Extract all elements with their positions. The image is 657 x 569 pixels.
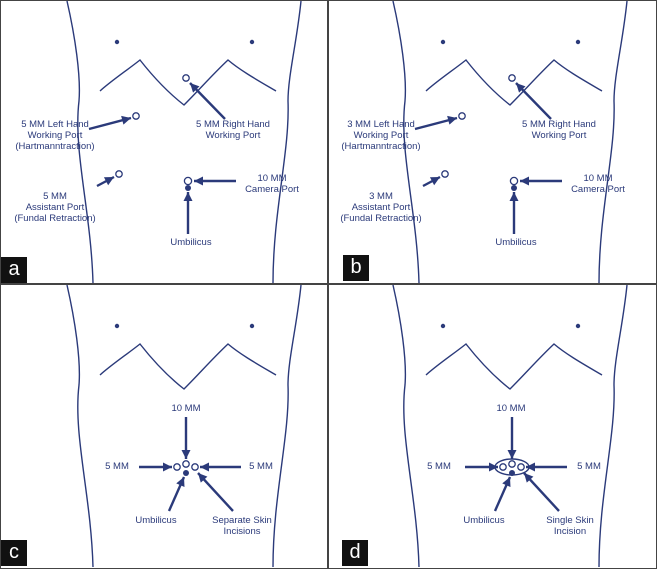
torso-diagram-a <box>66 1 302 283</box>
umbilicus-dot <box>509 470 515 476</box>
incision-label: Single Skin Incision <box>546 515 594 537</box>
incision-arrow-head <box>198 473 208 483</box>
torso-diagram-d <box>392 285 628 568</box>
torso-left-edge <box>392 1 420 283</box>
left-hand-port <box>458 112 466 120</box>
umbilicus-dot <box>183 470 189 476</box>
panel-d: 10 MM 5 MM 5 MM Umbilicus Single Skin In… <box>329 285 656 568</box>
incision-label: Separate Skin Incisions <box>212 515 272 537</box>
right-nipple <box>249 323 255 329</box>
umbilicus-arrow-head <box>502 477 511 488</box>
incision-arrow-head <box>524 473 534 483</box>
torso-right-edge <box>598 1 628 283</box>
rib-cage-outline <box>99 59 277 106</box>
torso-left-edge <box>392 285 420 568</box>
top-port-label: 10 MM <box>171 403 201 414</box>
left-port-arrow-head <box>489 462 498 472</box>
panel-badge-d: d <box>342 540 368 566</box>
camera-port-label: 10 MM Camera Port <box>245 173 299 195</box>
left-hand-port-label: 3 MM Left Hand Working Port (Hartmanntra… <box>341 119 421 152</box>
rib-cage-outline <box>99 343 277 390</box>
camera-arrow-head <box>194 176 203 186</box>
panel-badge-a: a <box>1 257 27 283</box>
left-port-label: 5 MM <box>105 461 129 472</box>
left-hand-port-label: 5 MM Left Hand Working Port (Hartmanntra… <box>15 119 95 152</box>
umbilicus-dot <box>511 185 517 191</box>
left-nipple <box>440 323 446 329</box>
umbilicus-label: Umbilicus <box>135 515 177 526</box>
right-port-label: 5 MM <box>249 461 273 472</box>
assistant-port-label: 5 MM Assistant Port (Fundal Retraction) <box>14 191 96 224</box>
right-hand-port-label: 5 MM Right Hand Working Port <box>196 119 270 141</box>
right-nipple <box>575 39 581 45</box>
umbilicus-label: Umbilicus <box>170 237 212 248</box>
rib-cage-outline <box>425 343 603 390</box>
assistant-port-label: 3 MM Assistant Port (Fundal Retraction) <box>340 191 422 224</box>
right-port-label: 5 MM <box>577 461 601 472</box>
torso-left-edge <box>66 1 94 283</box>
right-nipple <box>575 323 581 329</box>
torso-diagram-c <box>66 285 302 568</box>
left-nipple <box>114 39 120 45</box>
torso-diagram-b <box>392 1 628 283</box>
assistant-arrow-head <box>429 177 440 186</box>
umbilicus-label: Umbilicus <box>463 515 505 526</box>
torso-right-edge <box>598 285 628 568</box>
panel-b: 3 MM Left Hand Working Port (Hartmanntra… <box>329 1 656 283</box>
assistant-port <box>115 170 123 178</box>
left-port-arrow-head <box>163 462 172 472</box>
assistant-arrow-head <box>103 177 114 186</box>
camera-port-label: 10 MM Camera Port <box>571 173 625 195</box>
left-hand-port <box>132 112 140 120</box>
camera-port <box>183 176 193 186</box>
umbilicus-arrow-head <box>183 192 193 201</box>
left-hand-arrow-head <box>121 115 131 125</box>
top-port <box>182 460 190 468</box>
left-nipple <box>114 323 120 329</box>
camera-port <box>509 176 519 186</box>
top-port-label: 10 MM <box>496 403 526 414</box>
right-nipple <box>249 39 255 45</box>
top-port-arrow-head <box>181 450 191 459</box>
right-hand-arrow-head <box>190 83 200 93</box>
panel-c: 10 MM 5 MM 5 MM Umbilicus Separate Skin … <box>1 285 327 568</box>
panel-divider-horizontal <box>0 283 657 285</box>
right-port <box>517 463 525 471</box>
umbilicus-arrow-head <box>509 192 519 201</box>
umbilicus-arrow-head <box>176 477 185 488</box>
left-port <box>173 463 181 471</box>
torso-right-edge <box>272 1 302 283</box>
left-nipple <box>440 39 446 45</box>
umbilicus-label: Umbilicus <box>495 237 537 248</box>
umbilicus-dot <box>185 185 191 191</box>
top-port-arrow-head <box>507 450 517 459</box>
right-hand-port <box>508 74 516 82</box>
assistant-port <box>441 170 449 178</box>
panel-a: 5 MM Left Hand Working Port (Hartmanntra… <box>1 1 327 283</box>
right-port-arrow-head <box>526 462 535 472</box>
right-port-arrow-head <box>200 462 209 472</box>
top-port <box>508 460 516 468</box>
right-hand-arrow-head <box>516 83 526 93</box>
panel-badge-b: b <box>343 255 369 281</box>
left-hand-arrow-head <box>447 115 457 125</box>
right-port <box>191 463 199 471</box>
right-hand-port <box>182 74 190 82</box>
torso-right-edge <box>272 285 302 568</box>
camera-arrow-head <box>520 176 529 186</box>
right-hand-port-label: 5 MM Right Hand Working Port <box>522 119 596 141</box>
torso-left-edge <box>66 285 94 568</box>
left-port-label: 5 MM <box>427 461 451 472</box>
panel-badge-c: c <box>1 540 27 566</box>
rib-cage-outline <box>425 59 603 106</box>
left-port <box>499 463 507 471</box>
